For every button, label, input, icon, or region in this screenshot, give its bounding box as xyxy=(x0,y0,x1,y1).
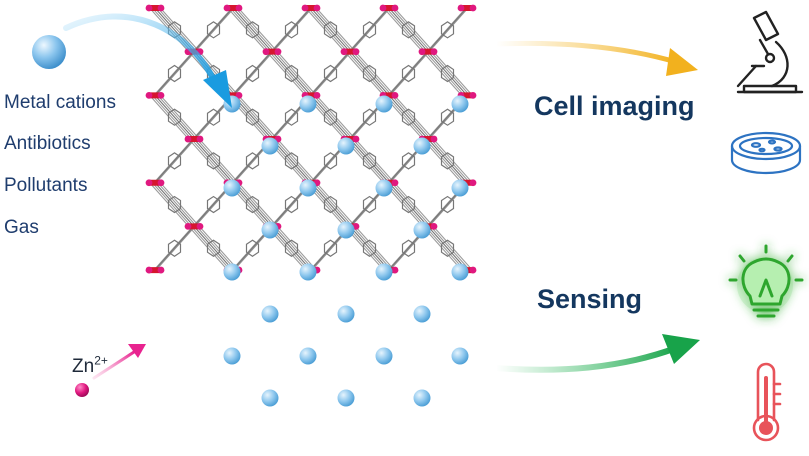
pore-sphere xyxy=(375,347,393,365)
pore-sphere xyxy=(337,221,355,239)
pore-sphere xyxy=(223,347,241,365)
pore-sphere xyxy=(413,137,431,155)
cell-imaging-label: Cell imaging xyxy=(534,91,695,121)
blue-arrow xyxy=(63,13,232,108)
pore-sphere xyxy=(413,305,431,323)
guest-label-antibiotics: Antibiotics xyxy=(4,133,91,154)
pore-sphere xyxy=(451,95,469,113)
pore-sphere xyxy=(299,95,317,113)
pore-sphere xyxy=(375,179,393,197)
pore-sphere xyxy=(223,263,241,281)
lightbulb-icon xyxy=(728,244,804,318)
pore-sphere xyxy=(413,221,431,239)
pore-sphere xyxy=(375,263,393,281)
gold-arrow xyxy=(493,40,698,76)
pore-sphere xyxy=(337,389,355,407)
zn-ion-sphere xyxy=(75,383,89,397)
pore-sphere xyxy=(375,95,393,113)
pore-sphere xyxy=(337,137,355,155)
zn-ion-charge: 2+ xyxy=(94,353,108,368)
pore-sphere xyxy=(337,305,355,323)
pore-sphere xyxy=(261,137,279,155)
pore-sphere xyxy=(451,263,469,281)
guest-label-gas: Gas xyxy=(4,217,39,238)
pore-sphere xyxy=(299,179,317,197)
petri-dish-icon xyxy=(730,131,802,175)
pore-sphere xyxy=(451,347,469,365)
sphere-icon xyxy=(32,35,66,69)
pore-sphere xyxy=(261,305,279,323)
pore-sphere xyxy=(413,389,431,407)
pink-arrow xyxy=(92,344,146,380)
pore-sphere xyxy=(223,179,241,197)
pore-spheres xyxy=(223,95,469,407)
guest-label-metal-cations: Metal cations xyxy=(4,92,116,113)
zn-ion-symbol: Zn xyxy=(72,356,95,377)
pore-sphere xyxy=(451,179,469,197)
pore-sphere xyxy=(261,221,279,239)
pore-sphere xyxy=(261,389,279,407)
green-arrow xyxy=(493,334,700,373)
thermometer-icon xyxy=(752,362,782,442)
sensing-label: Sensing xyxy=(537,284,643,314)
pore-sphere xyxy=(299,347,317,365)
pore-sphere xyxy=(299,263,317,281)
microscope-icon xyxy=(736,10,804,94)
zn-ion-label: Zn2+ xyxy=(72,353,108,378)
guest-label-pollutants: Pollutants xyxy=(4,175,88,196)
